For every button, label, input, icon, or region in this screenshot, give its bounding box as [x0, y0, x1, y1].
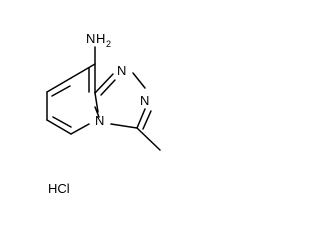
bond-c7-c6 — [46, 77, 72, 93]
bond-n2-c3 — [136, 108, 146, 129]
bond-c8-c7 — [70, 63, 96, 79]
triazole-ring — [94, 72, 152, 130]
salt-label: HCl — [48, 181, 70, 196]
ring-n1-label: N — [117, 63, 126, 78]
bond-c7-c6-double — [51, 85, 71, 97]
amine-n: N — [86, 31, 95, 46]
bond-c8a-n1-double — [100, 79, 116, 96]
bond-n1-n2 — [132, 72, 146, 89]
bond-c8a-n1 — [94, 73, 114, 94]
bond-c3-n4 — [110, 123, 138, 129]
ring-bridge-n-label: N — [95, 113, 104, 128]
bond-n2-c3-double — [142, 110, 152, 130]
bond-c3-methyl — [136, 127, 161, 151]
bond-c4-n4 — [70, 123, 90, 135]
ring-n2-label: N — [140, 93, 149, 108]
bond-c5-c4-double — [52, 116, 72, 128]
bond-n4-c8a — [94, 106, 100, 118]
amine-label: N H 2 — [86, 31, 111, 49]
amine-h: H — [96, 31, 105, 46]
bond-c8a-n4-inner — [94, 92, 99, 113]
pyridine-ring — [46, 63, 100, 135]
bond-c5-c4 — [46, 119, 72, 135]
chemical-structure: N H 2 N N N HCl — [46, 31, 161, 196]
amine-subscript: 2 — [106, 39, 111, 49]
